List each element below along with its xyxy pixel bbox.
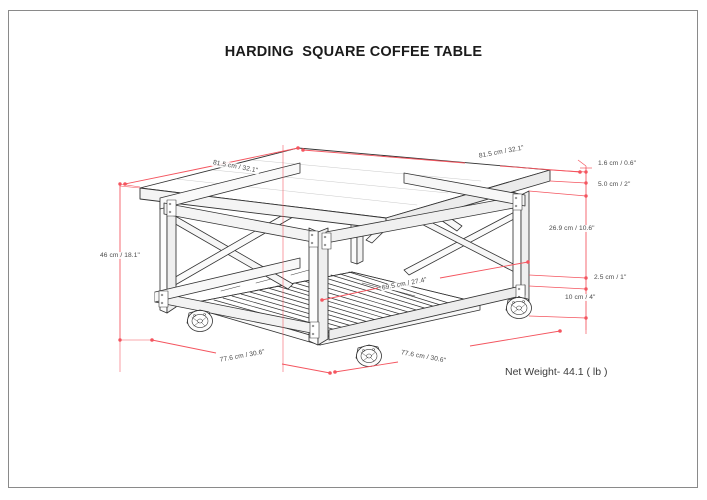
dim-label-caster-height: 10 cm / 4"	[564, 294, 597, 301]
dim-label-top-thickness: 1.6 cm / 0.6"	[597, 160, 638, 167]
caster-front	[355, 344, 382, 367]
dim-label-apron-height: 5.0 cm / 2"	[597, 181, 632, 188]
apron-rails	[159, 162, 526, 244]
dim-bottom-right	[333, 329, 562, 374]
dim-label-shelf-thickness: 2.5 cm / 1"	[593, 274, 628, 281]
page-title: HARDING SQUARE COFFEE TABLE	[224, 44, 483, 60]
dimension-lines	[118, 145, 592, 375]
caster-left	[186, 309, 213, 332]
dim-label-clearance: 26.9 cm / 10.6"	[548, 225, 596, 232]
leg-center-front	[308, 227, 329, 346]
dim-shelf-length	[320, 260, 530, 302]
dim-bottom-left	[120, 338, 332, 375]
net-weight-label: Net Weight- 44.1 ( lb )	[505, 366, 608, 378]
dim-label-overall-height: 46 cm / 18.1"	[99, 252, 141, 259]
caster-right	[505, 296, 532, 319]
base-rails	[154, 257, 526, 341]
dim-right-stack	[528, 159, 592, 334]
table-illustration	[139, 147, 551, 367]
